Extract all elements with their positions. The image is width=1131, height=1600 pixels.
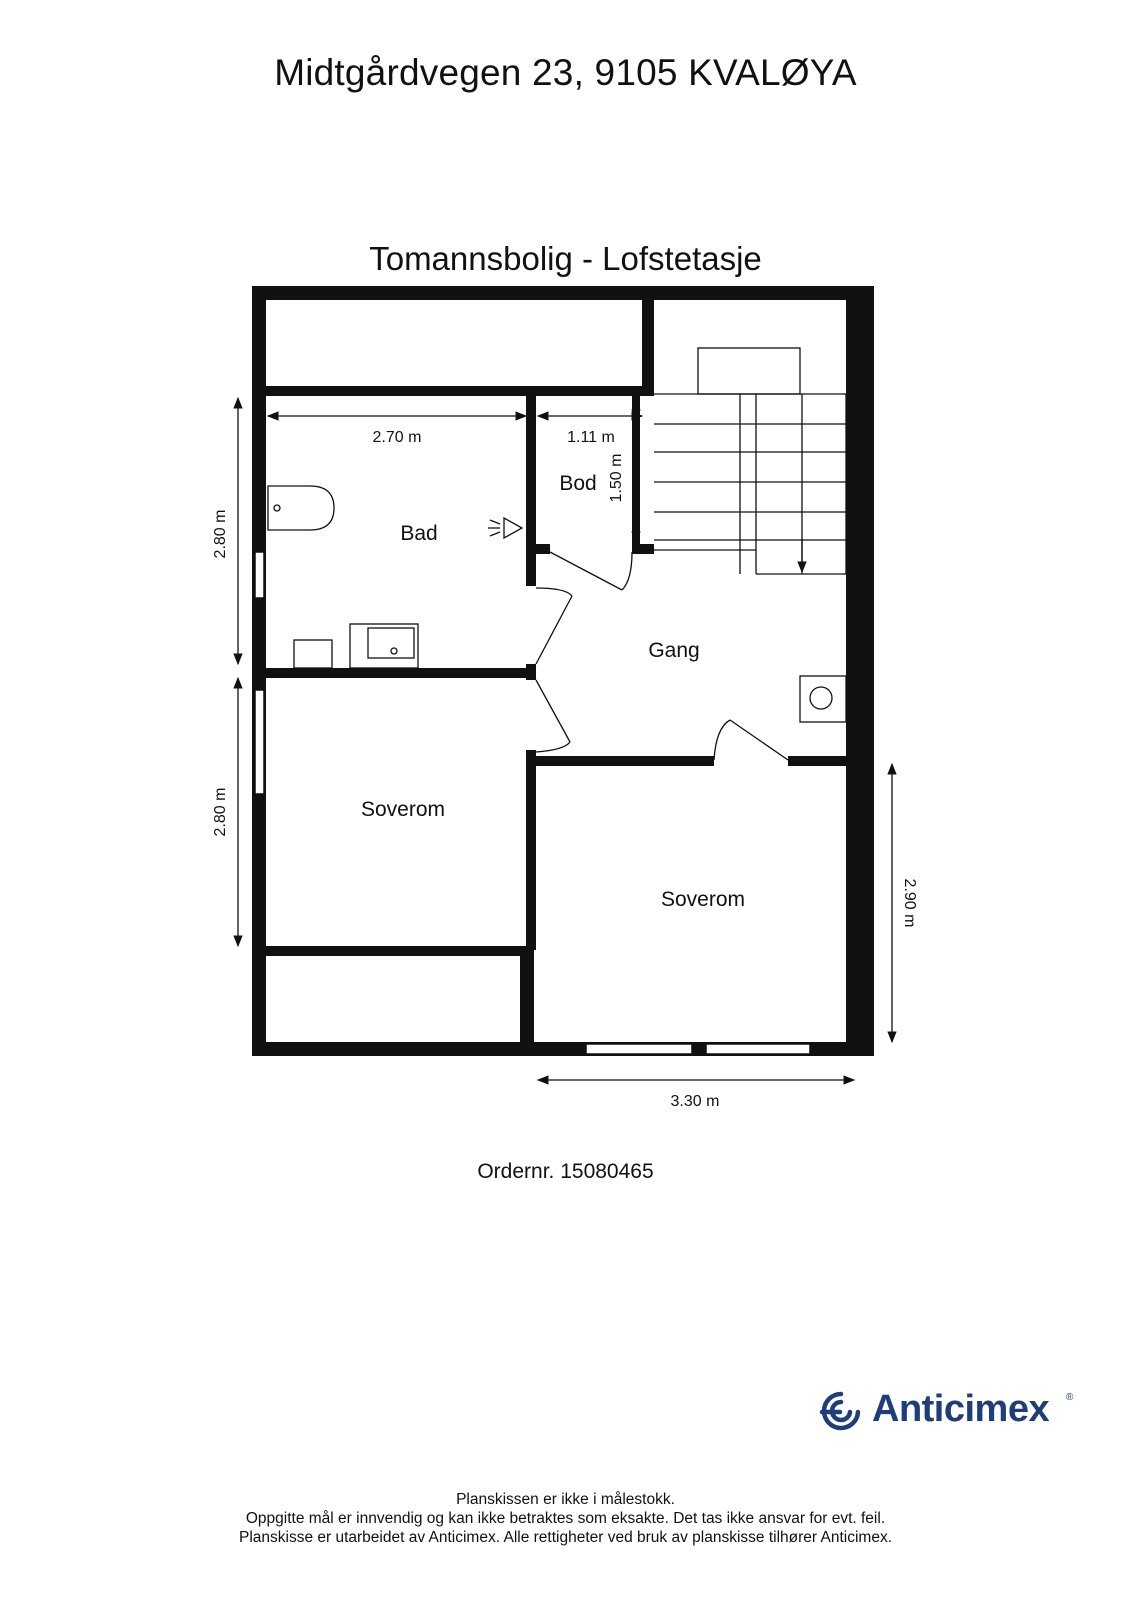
disclaimer-line-2: Oppgitte mål er innvendig og kan ikke be… [245,1510,886,1527]
room-label-gang: Gang [648,639,699,662]
room-labels: Bad Bod Gang Soverom Soverom [361,472,745,911]
doors [535,551,789,761]
dim-soverom-left-depth: 2.80 m [212,788,229,837]
dim-bod-width: 1.11 m [567,429,615,446]
dimension-labels: 2.70 m 1.11 m 1.50 m 2.80 m 2.80 m 2.90 … [212,429,918,1110]
dim-bad-width: 2.70 m [373,429,422,446]
windows [254,551,811,1055]
dim-soverom-right-depth: 2.90 m [901,879,918,928]
shower-icon [503,516,524,540]
anticimex-logo: Anticimex ® [816,1388,1076,1436]
anticimex-logo-icon [819,1391,861,1431]
room-label-bod: Bod [559,472,596,495]
interior-walls [266,300,846,1042]
order-number: Ordernr. 15080465 [477,1160,654,1183]
disclaimer-line-1: Planskissen er ikke i målestokk. [456,1491,675,1508]
staircase [654,347,847,575]
dim-bod-depth: 1.50 m [608,454,625,503]
dim-bad-depth: 2.80 m [212,510,229,559]
toilet-icon [267,485,335,531]
dimension-lines [233,396,897,1085]
disclaimer: Planskissen er ikke i målestokk. Oppgitt… [0,1490,1131,1547]
floor-title: Tomannsbolig - Lofstetasje [369,240,762,277]
cabinet-icon [293,639,333,669]
bathroom-fixtures [267,485,847,723]
room-label-soverom-left: Soverom [361,798,445,821]
room-label-soverom-right: Soverom [661,888,745,911]
registered-mark: ® [1066,1392,1074,1403]
address-title: Midtgårdvegen 23, 9105 KVALØYA [274,52,857,93]
disclaimer-line-3: Planskisse er utarbeidet av Anticimex. A… [238,1529,892,1546]
dim-soverom-right-width: 3.30 m [671,1093,720,1110]
logo-wordmark: Anticimex [872,1388,1050,1430]
room-label-bad: Bad [400,522,437,545]
